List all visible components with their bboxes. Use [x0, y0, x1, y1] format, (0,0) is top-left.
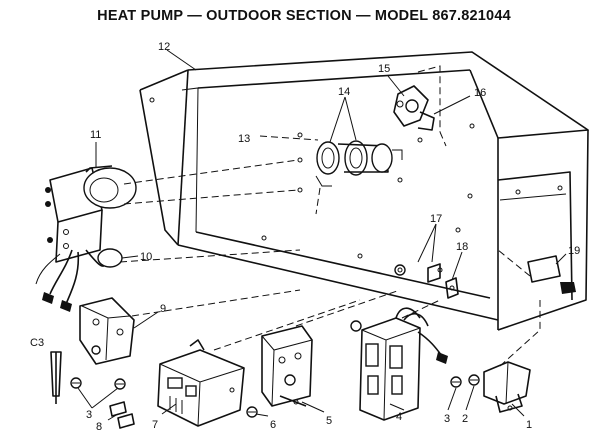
callout-9: 9 — [160, 303, 166, 315]
relay-part-7 — [157, 339, 245, 427]
callout-6: 6 — [270, 419, 276, 431]
screw-part-19 — [527, 255, 576, 294]
callout-3-right: 3 — [444, 413, 450, 425]
callout-17: 17 — [430, 213, 442, 225]
callout-10: 10 — [140, 251, 152, 263]
callout-7: 7 — [152, 419, 158, 431]
relay-part-5 — [261, 325, 313, 407]
callout-11: 11 — [90, 129, 101, 141]
callout-19: 19 — [568, 245, 580, 257]
callout-5: 5 — [326, 415, 332, 427]
diagram-title: HEAT PUMP — OUTDOOR SECTION — MODEL 867.… — [97, 8, 511, 24]
connectors-part-8 — [109, 401, 135, 429]
callout-8: 8 — [96, 421, 102, 433]
callout-13: 13 — [238, 133, 250, 145]
callout-2: 2 — [462, 413, 468, 425]
callout-4: 4 — [396, 411, 402, 423]
callout-12: 12 — [158, 41, 170, 53]
callout-3-left: 3 — [86, 409, 92, 421]
contactor-part-4 — [350, 307, 448, 421]
control-box-part-12 — [139, 51, 589, 331]
callout-labels: 12 11 13 14 15 16 17 18 19 10 9 C3 3 8 7… — [30, 41, 580, 433]
bracket-part-1 — [483, 361, 531, 413]
relay-part-9 — [79, 297, 135, 365]
sensor-probe-part-c3 — [50, 351, 62, 404]
capacitors-part-14 — [315, 140, 403, 187]
leader-lines — [77, 49, 567, 421]
screw-part-6 — [246, 406, 258, 418]
screws-part-2-3-right — [450, 374, 480, 388]
callout-16: 16 — [474, 87, 486, 99]
callout-18: 18 — [456, 241, 468, 253]
defrost-timer-part-11 — [35, 165, 137, 312]
relay-part-15-16 — [393, 65, 447, 147]
callout-1: 1 — [526, 419, 532, 431]
screws-part-3-left — [70, 377, 126, 390]
assembly-guide-lines — [119, 135, 541, 367]
callout-14: 14 — [338, 86, 350, 98]
fittings-part-17-18 — [394, 263, 459, 299]
callout-c3: C3 — [30, 337, 44, 349]
callout-15: 15 — [378, 63, 390, 75]
